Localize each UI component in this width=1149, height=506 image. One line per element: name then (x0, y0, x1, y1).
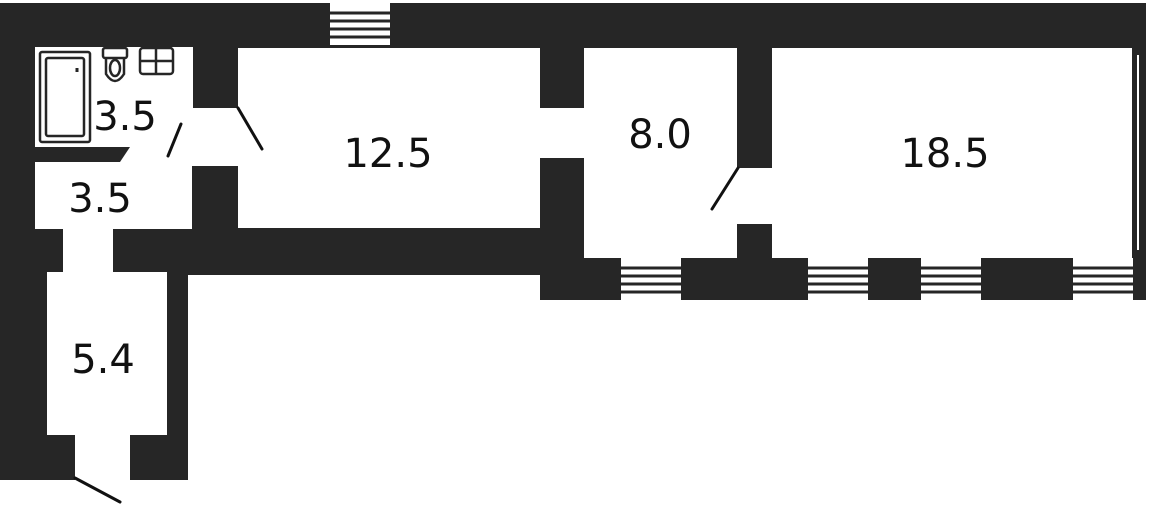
opening-b-c (735, 168, 773, 224)
windows (330, 3, 1139, 300)
window-icon (921, 258, 981, 300)
passage-down (63, 225, 113, 273)
entry-door-gap (75, 430, 130, 480)
room-label-room-b: 8.0 (628, 112, 692, 158)
door-swing-icon (73, 476, 122, 504)
room-a-door-gap (150, 108, 240, 160)
window-icon (330, 3, 390, 45)
window-icon (621, 258, 681, 300)
door-swings (73, 106, 740, 504)
door-swing-icon (710, 166, 740, 211)
window-icon (1073, 258, 1133, 300)
room-label-hall: 3.5 (68, 176, 132, 222)
entry-floor (47, 272, 167, 435)
window-icon (808, 258, 868, 300)
sink-icon (138, 46, 175, 76)
door-swing-icon (166, 122, 183, 158)
room-b-floor (584, 48, 737, 258)
room-label-bathroom: 3.5 (93, 94, 157, 140)
room-label-room-c: 18.5 (900, 131, 989, 177)
bathtub-icon (38, 50, 92, 144)
opening-a-b (538, 108, 588, 158)
room-a-floor (238, 48, 540, 228)
room-floors (35, 47, 1132, 480)
room-label-room-a: 12.5 (343, 131, 432, 177)
hall-floor (35, 162, 192, 229)
toilet-icon (101, 46, 129, 83)
door-swing-icon (236, 106, 264, 151)
room-c-floor (772, 48, 1132, 258)
room-label-entry: 5.4 (71, 337, 135, 383)
